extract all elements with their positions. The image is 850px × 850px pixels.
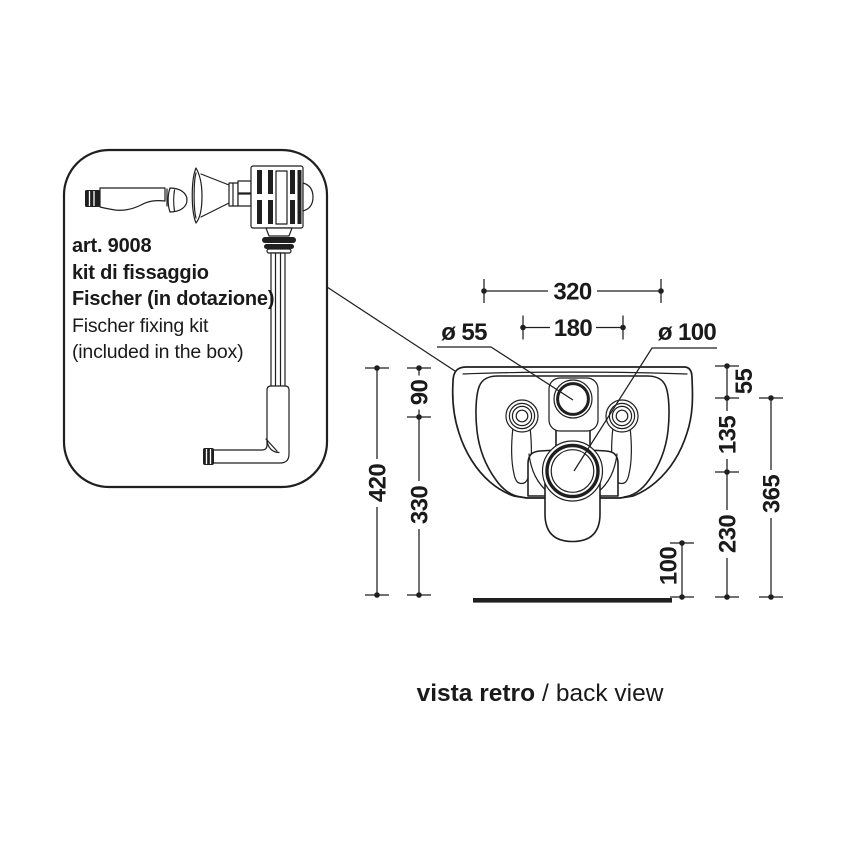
dim-left-total-label: 420 <box>365 464 392 502</box>
kit-label-it-2: Fischer (in dotazione) <box>72 288 275 310</box>
dia-inlet-label: ø 55 <box>441 319 487 346</box>
inlet-hole <box>548 377 599 432</box>
bracket-head-illustration <box>250 165 314 254</box>
body-inner-outline <box>475 375 670 498</box>
dim-outlet-height: 100 <box>656 540 694 600</box>
dim-right-top-label: 55 <box>731 369 758 395</box>
fixing-kit-text-block: art. 9008 kit di fissaggio Fischer (in d… <box>72 233 274 366</box>
dim-width-total-label: 320 <box>553 279 591 306</box>
rod-and-bracket-illustration <box>203 252 290 465</box>
dim-right-total-label: 365 <box>759 475 786 513</box>
toilet-back-view <box>451 366 694 603</box>
kit-label-en-2: (included in the box) <box>72 341 244 363</box>
dim-width-inner-label: 180 <box>554 315 592 342</box>
dim-right-total: 365 <box>759 395 786 600</box>
fixing-screw-illustration <box>85 187 188 213</box>
caption-english: back view <box>555 680 664 707</box>
dim-width-total: 320 <box>481 279 664 306</box>
dim-left-top: 90 <box>407 365 434 420</box>
dim-left-top-label: 90 <box>407 380 434 406</box>
dim-outlet-height-label: 100 <box>656 547 683 585</box>
kit-label-en-1: Fischer fixing kit <box>72 314 209 337</box>
dia-outlet-label: ø 100 <box>658 319 717 346</box>
fixing-kit-inset-box <box>62 148 520 489</box>
dim-inlet-diameter: ø 55 <box>437 319 574 401</box>
left-fixing-hole <box>505 399 539 433</box>
dim-right-chain: 55 135 230 <box>715 363 758 600</box>
view-caption: vista retro/back view <box>240 680 840 708</box>
dim-width-inner: 180 <box>520 315 626 342</box>
right-fixing-hole <box>605 399 639 433</box>
dim-left-lower-label: 330 <box>407 486 434 524</box>
outlet-hole <box>541 440 604 502</box>
caption-divider: / <box>542 680 549 707</box>
caption-italian: vista retro <box>416 680 536 707</box>
dim-left-lower: 330 <box>407 417 434 598</box>
dim-right-mid-label: 135 <box>715 416 742 454</box>
dim-outlet-diameter: ø 100 <box>573 319 717 472</box>
kit-label-it-1: kit di fissaggio <box>72 261 209 284</box>
wall-anchor-illustration <box>191 167 252 224</box>
inset-box-border <box>62 148 329 489</box>
dim-left-total: 420 <box>365 365 392 598</box>
baseline <box>473 598 672 603</box>
body-rim-line <box>462 371 688 375</box>
art-number: art. 9008 <box>72 235 152 257</box>
dim-right-lower-label: 230 <box>715 515 742 553</box>
